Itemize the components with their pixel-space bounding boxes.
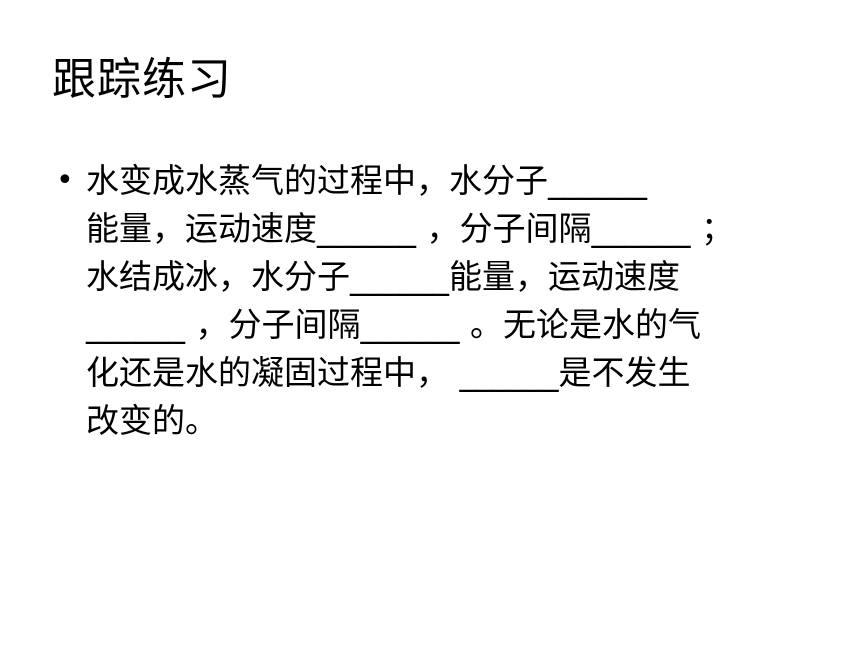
body-line-5: 化还是水的凝固过程中， ______是不发生: [86, 353, 691, 392]
body-line-4: ______ ，分子间隔______ 。无论是水的气: [86, 305, 701, 344]
slide-title: 跟踪练习: [52, 54, 232, 105]
body-line-6: 改变的。: [86, 401, 218, 440]
bullet-item: • 水变成水蒸气的过程中，水分子______ 能量，运动速度______ ，分子…: [56, 157, 816, 445]
bullet-dot-icon: •: [56, 163, 74, 198]
body-line-3: 水结成冰，水分子______能量，运动速度: [86, 257, 680, 296]
slide-body: • 水变成水蒸气的过程中，水分子______ 能量，运动速度______ ，分子…: [56, 157, 816, 445]
body-line-2: 能量，运动速度______ ，分子间隔______ ；: [86, 209, 734, 248]
body-line-1: 水变成水蒸气的过程中，水分子______: [86, 161, 647, 200]
